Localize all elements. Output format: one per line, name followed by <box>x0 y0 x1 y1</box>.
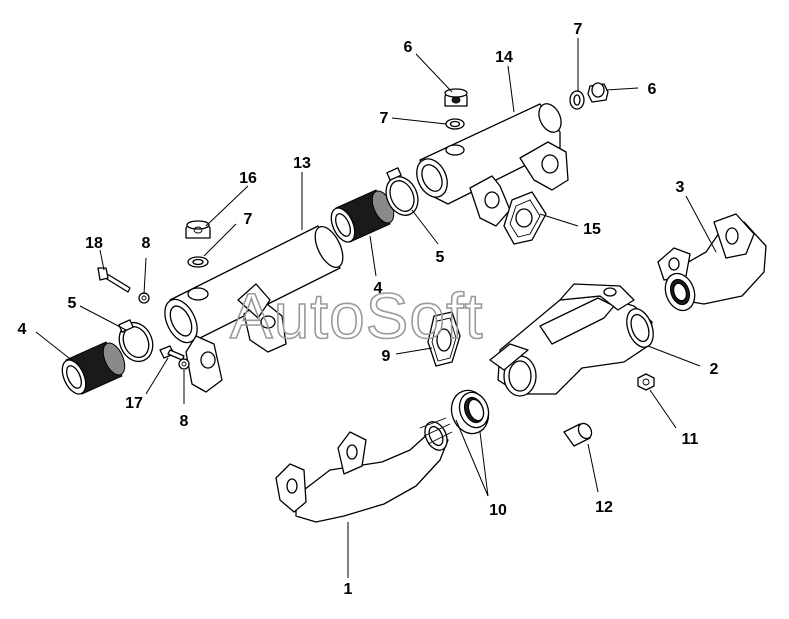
callout-11: 11 <box>682 431 699 448</box>
callout-labels: 1 2 3 4 4 5 5 6 6 7 7 7 8 8 9 10 11 12 1… <box>18 21 719 598</box>
plug-16 <box>185 220 211 239</box>
gasket-15 <box>503 191 547 245</box>
washer-8-upper <box>138 292 150 304</box>
part-2-manifold <box>489 283 654 397</box>
callout-18: 18 <box>85 235 103 252</box>
callout-8-upper: 8 <box>142 235 151 252</box>
callout-7-top: 7 <box>380 110 389 127</box>
part-10-seal-ring <box>450 389 490 435</box>
callout-7-right: 7 <box>574 21 583 38</box>
part-3-elbow <box>657 213 767 312</box>
watermark-text: AutoSoft <box>230 280 484 352</box>
callout-9: 9 <box>382 348 391 365</box>
callout-1: 1 <box>344 581 353 598</box>
callout-16: 16 <box>239 170 257 187</box>
callout-8-lower: 8 <box>180 413 189 430</box>
gasket-9 <box>427 311 461 367</box>
leader-lines <box>35 38 717 578</box>
callout-13: 13 <box>293 155 311 172</box>
part-1-pipe <box>275 417 453 523</box>
sleeve-4-left <box>61 341 126 395</box>
callout-14: 14 <box>495 49 513 66</box>
part-14-manifold <box>416 103 569 227</box>
part-13-tube <box>164 225 344 393</box>
plug-6-right <box>587 82 609 103</box>
washer-7-right <box>569 90 585 110</box>
clamp-5-left <box>118 319 154 363</box>
washer-8-lower <box>178 358 190 370</box>
callout-12: 12 <box>595 499 613 516</box>
washer-7-top <box>445 118 465 130</box>
callout-4-left: 4 <box>18 321 27 338</box>
callout-17: 17 <box>125 395 143 412</box>
callout-15: 15 <box>583 221 601 238</box>
callout-6-right: 6 <box>648 81 657 98</box>
callout-4-middle: 4 <box>374 280 383 297</box>
callout-3: 3 <box>676 179 685 196</box>
screw-17 <box>159 345 185 361</box>
callout-5-left: 5 <box>68 295 77 312</box>
callout-7-left: 7 <box>244 211 253 228</box>
plug-6-top <box>444 88 468 107</box>
callout-10: 10 <box>489 502 507 519</box>
callout-5-middle: 5 <box>436 249 445 266</box>
part-12-stud <box>563 422 593 447</box>
washer-7-left <box>187 256 209 268</box>
clamp-5-middle <box>385 167 419 216</box>
callout-2: 2 <box>710 361 719 378</box>
sleeve-4-middle <box>330 189 395 243</box>
bolt-18 <box>97 267 131 293</box>
part-11-nut <box>637 373 655 391</box>
callout-6-top: 6 <box>404 39 413 56</box>
